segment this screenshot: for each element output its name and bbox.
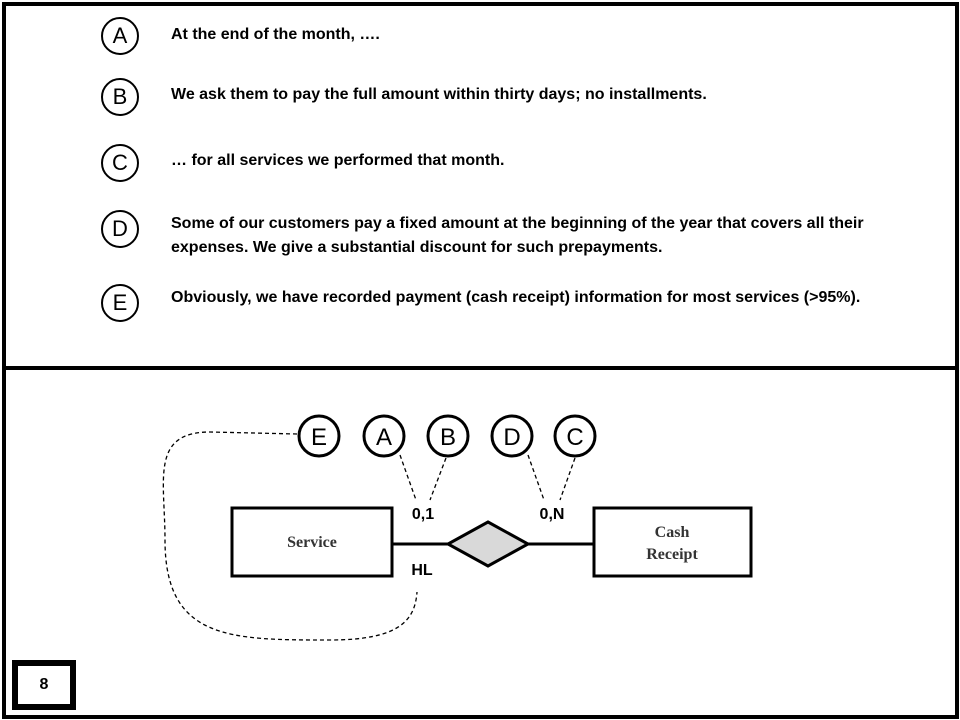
cash-receipt-label-line1: Cash xyxy=(655,524,690,541)
tag-c-label: C xyxy=(566,424,583,451)
statement-e-text: Obviously, we have recorded payment (cas… xyxy=(171,289,861,306)
tag-d-label: D xyxy=(503,424,520,451)
cash-receipt-label-line2: Receipt xyxy=(646,546,698,563)
page-number: 8 xyxy=(39,676,49,693)
tag-a-circle xyxy=(362,414,406,458)
statement-e-circle: E xyxy=(101,284,139,322)
statement-c-circle: C xyxy=(101,144,139,182)
statement-d-text: Some of our customers pay a fixed amount… xyxy=(171,215,864,256)
tag-b-connector xyxy=(429,457,447,501)
tag-e-connector xyxy=(162,431,418,641)
tag-d-circle xyxy=(490,414,534,458)
service-entity-label: Service xyxy=(287,534,337,551)
statement-b-circle: B xyxy=(101,78,139,116)
statement-e-letter: E xyxy=(112,290,128,315)
statements-panel xyxy=(2,2,959,370)
tag-a-connector xyxy=(399,454,417,501)
service-entity xyxy=(230,506,394,578)
cash-receipt-entity xyxy=(592,506,753,578)
cardinality-left: 0,1 xyxy=(412,506,434,523)
statement-d-letter: D xyxy=(112,216,128,241)
statement-b-letter: B xyxy=(112,84,128,109)
tag-c-circle xyxy=(553,414,597,458)
relationship-label: HL xyxy=(411,562,433,579)
tag-a-label: A xyxy=(376,424,392,451)
tag-b-circle xyxy=(426,414,470,458)
page-number-box: 8 xyxy=(12,660,76,710)
tag-d-connector xyxy=(527,454,545,501)
statement-c-text: … for all services we performed that mon… xyxy=(171,152,505,169)
statement-b-text: We ask them to pay the full amount withi… xyxy=(171,86,707,103)
cardinality-right: 0,N xyxy=(540,506,565,523)
statement-a-letter: A xyxy=(112,23,128,48)
statement-c-letter: C xyxy=(112,150,128,175)
tag-c-connector xyxy=(559,457,576,501)
statement-a-text: At the end of the month, …. xyxy=(171,26,380,43)
relationship-diamond xyxy=(444,520,532,568)
statement-a-circle: A xyxy=(101,17,139,55)
tag-b-label: B xyxy=(440,424,456,451)
tag-e-circle xyxy=(297,414,341,458)
statement-d-circle: D xyxy=(101,210,139,248)
tag-e-label: E xyxy=(311,424,327,451)
